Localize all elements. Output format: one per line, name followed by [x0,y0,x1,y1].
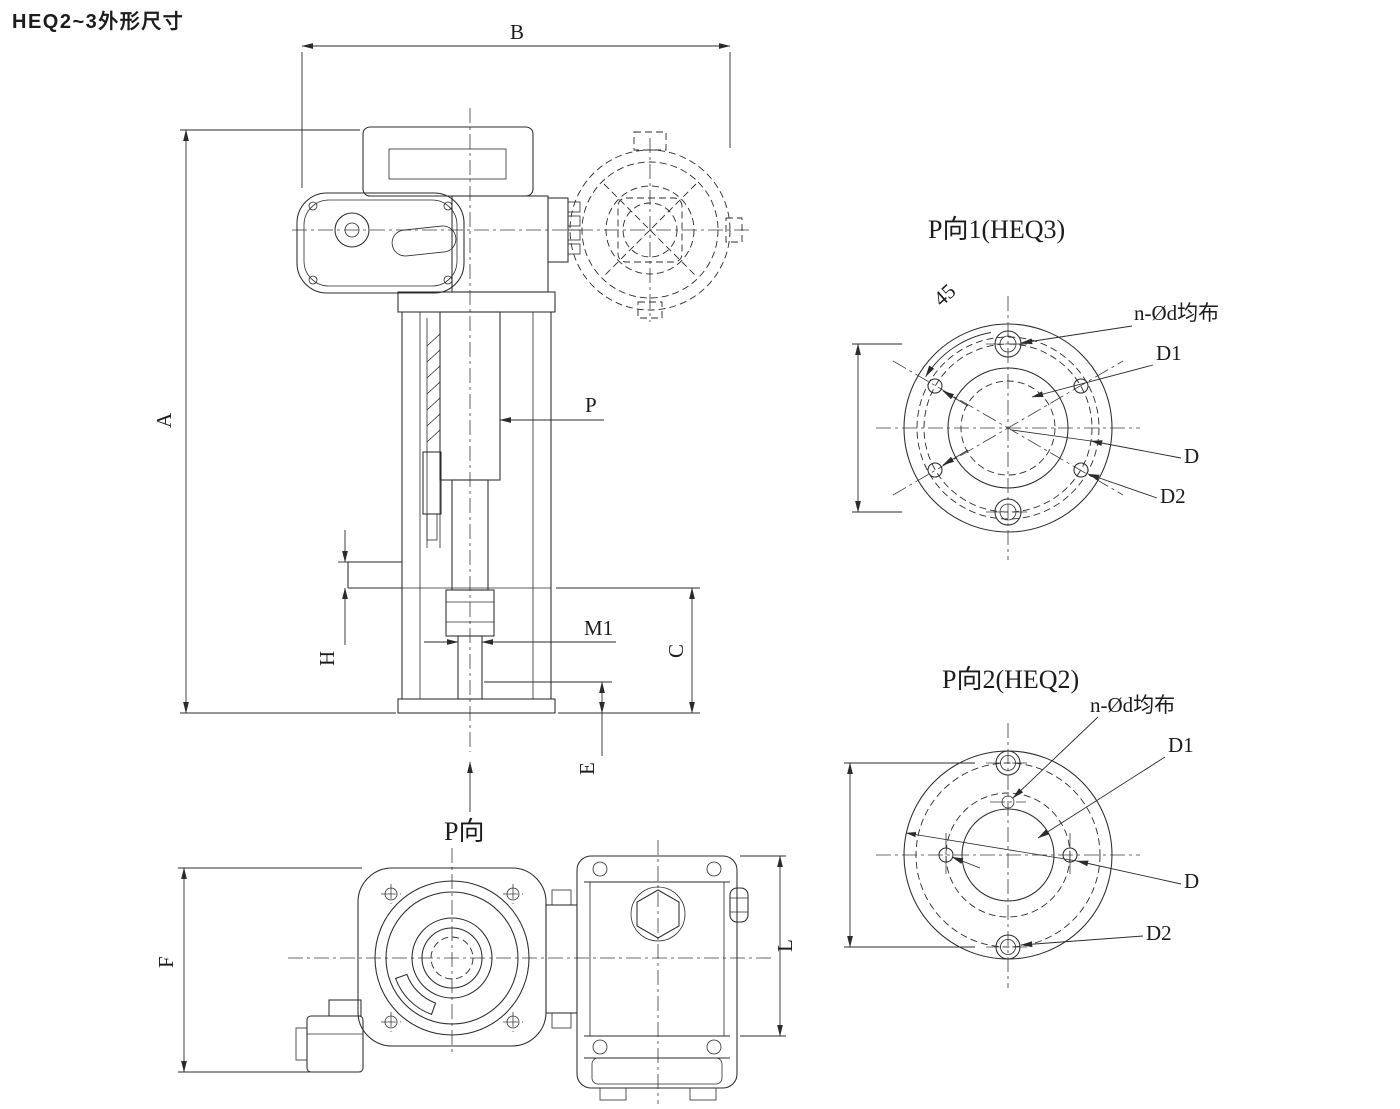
flange2-leaders: n-Ød均布 D1 D D2 [905,693,1199,948]
gearbox-body [357,867,547,1047]
dim-e-label: E [575,762,599,775]
dimension-f: F [154,867,362,1073]
flange-view-heq2: P向2(HEQ2) [844,665,1199,988]
flange1-title: P向1(HEQ3) [928,215,1065,244]
flange2-left-dimension [844,762,975,948]
electronics-box [576,855,749,1101]
dimension-m1: M1 [424,616,616,645]
dim-h-label: H [315,651,339,666]
flange2-holes-label: n-Ød均布 [1090,693,1175,717]
dimension-p: P [499,393,604,423]
dim-l-label: L [773,939,797,952]
stem-assembly [439,311,501,700]
flange2-bolt-holes [938,750,1078,960]
control-head [362,126,534,197]
p-direction-label: P向 [444,817,484,846]
dim-b-label: B [510,20,524,44]
dim-f-label: F [154,956,178,968]
flange2-title: P向2(HEQ2) [942,665,1079,694]
flange1-angle-label: 45 [929,279,961,311]
flange1-bolt-holes [927,330,1089,526]
flange1-d2-label: D2 [1160,484,1186,508]
handwheel-hidden [569,131,743,319]
motor-housing [296,192,465,294]
flange2-d2-label: D2 [1146,921,1172,945]
flange-view-heq3: P向1(HEQ3) 45 [852,215,1219,560]
front-view: B A [152,20,752,846]
flange2-d-label: D [1184,869,1199,893]
flange1-leaders: n-Ød均布 D1 D D2 [1011,301,1219,508]
dimension-l: L [740,855,797,1037]
flange1-left-dimension [852,343,902,513]
dim-c-label: C [664,644,688,658]
dim-m1-label: M1 [584,616,613,640]
bottom-view: F L [154,840,797,1104]
yoke-column [347,291,556,714]
actuator-body [451,195,581,293]
dim-a-label: A [152,412,176,428]
p-direction-arrow: P向 [444,761,484,846]
dim-p-label: P [585,393,597,417]
dimension-e: E [484,681,612,775]
dimension-b: B [301,20,731,188]
dimension-h: H [315,530,352,666]
flange1-d-label: D [1184,444,1199,468]
flange2-d1-label: D1 [1168,733,1194,757]
coupling-neck [545,889,578,1029]
front-center-lines [292,108,752,752]
dimension-c: C [556,587,700,714]
conduit-boss [729,887,749,923]
handwheel-stub [295,999,364,1073]
page-title: HEQ2~3外形尺寸 [12,9,184,33]
hex-bolt [636,889,680,939]
flange1-d1-label: D1 [1156,341,1182,365]
bottom-center-lines [288,840,772,1104]
flange1-holes-label: n-Ød均布 [1134,301,1219,325]
dimension-a: A [152,129,396,714]
